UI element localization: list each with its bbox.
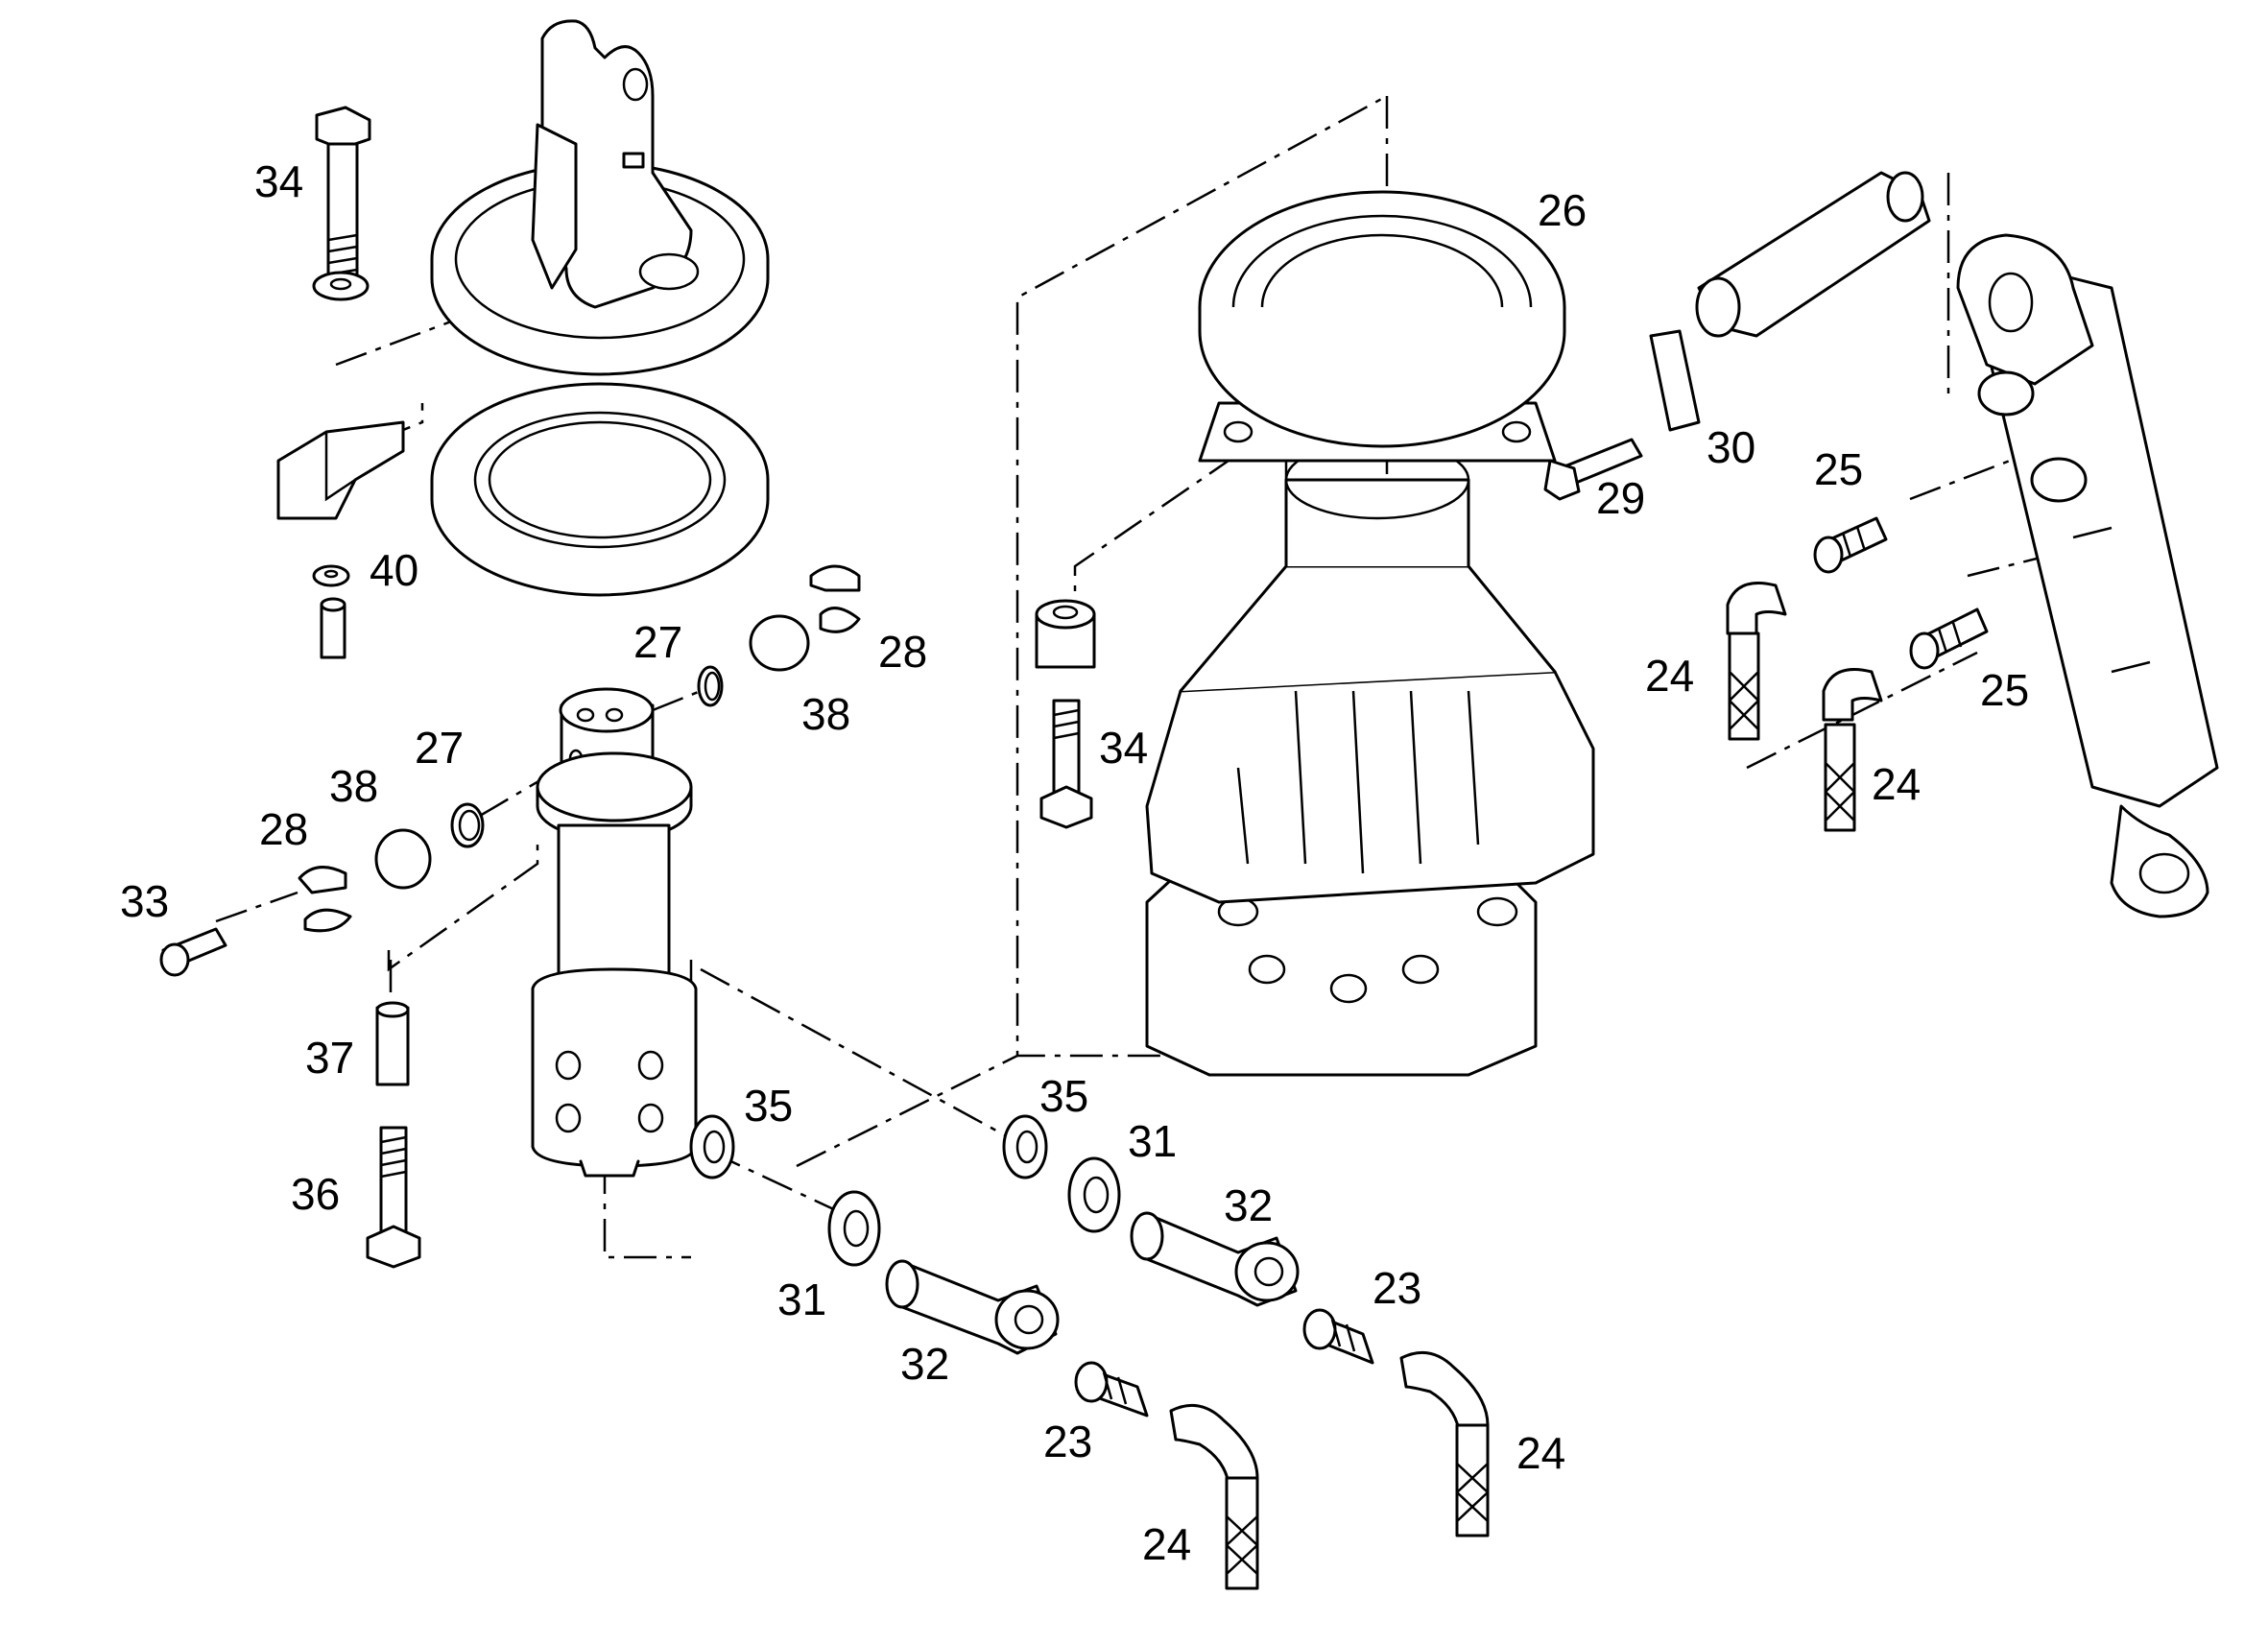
cap-38-lower — [374, 828, 432, 890]
callout-28-upper: 28 — [878, 627, 927, 677]
callout-23-center: 23 — [1373, 1263, 1421, 1313]
callout-29: 29 — [1596, 473, 1645, 523]
plate-30 — [1649, 329, 1701, 432]
o-ring-27-lower — [450, 802, 485, 848]
callout-26: 26 — [1538, 185, 1587, 235]
callout-32-left: 32 — [900, 1339, 949, 1389]
callout-24-bottom-right: 24 — [1516, 1428, 1565, 1478]
washer-31-center — [1067, 1156, 1121, 1233]
sleeve-32-center — [1130, 1211, 1300, 1307]
callout-28-lower: 28 — [259, 804, 308, 854]
callout-24-right-lower: 24 — [1872, 759, 1921, 809]
fitting-25-lower — [1909, 608, 1989, 670]
callout-34-top: 34 — [254, 156, 303, 206]
callout-35-left: 35 — [744, 1081, 793, 1131]
callout-36: 36 — [291, 1169, 340, 1219]
half-clamp-28-upper — [809, 564, 861, 633]
callout-38-lower: 38 — [329, 761, 378, 811]
hose-24-bottom-right — [1399, 1350, 1490, 1537]
callout-labels: 26 30 29 25 25 24 24 24 24 34 34 40 27 2… — [120, 156, 2029, 1569]
half-clamp-28-lower — [298, 866, 352, 933]
rotary-joint-column — [531, 687, 698, 1178]
clamp-bracket — [276, 420, 405, 520]
callout-25-upper: 25 — [1814, 444, 1863, 494]
washer-31-left — [827, 1190, 881, 1267]
callout-33: 33 — [120, 876, 169, 926]
callout-27-upper: 27 — [633, 617, 682, 667]
cap-38-upper — [749, 614, 810, 672]
callout-24-right-upper: 24 — [1645, 651, 1694, 701]
bolt-34-top — [312, 106, 371, 301]
callout-27-lower: 27 — [415, 723, 464, 773]
callout-30: 30 — [1707, 422, 1755, 472]
bolt-36 — [366, 1126, 421, 1269]
callout-31-left: 31 — [777, 1275, 826, 1324]
hose-24-right-lower — [1822, 668, 1883, 832]
fitting-23-center — [1302, 1308, 1374, 1365]
callout-40: 40 — [370, 545, 418, 595]
swivel-bracket-plate — [430, 19, 770, 376]
spacer-37 — [375, 1001, 410, 1086]
fitting-23-left — [1074, 1361, 1149, 1418]
callout-23-left: 23 — [1043, 1417, 1092, 1466]
hose-24-right-upper — [1726, 582, 1787, 741]
bolt-34-center — [1035, 599, 1096, 829]
sleeve-32-left — [885, 1259, 1060, 1355]
callout-25-lower: 25 — [1980, 665, 2029, 715]
slewing-ring-bearing — [430, 382, 770, 597]
callout-37: 37 — [305, 1033, 354, 1083]
callout-35-center: 35 — [1039, 1071, 1088, 1121]
bolt-29 — [1543, 438, 1643, 501]
callout-34-center: 34 — [1099, 723, 1148, 773]
fitting-25-upper — [1813, 516, 1888, 574]
callout-24-bottom-left: 24 — [1142, 1519, 1191, 1569]
washer-35-left — [689, 1114, 735, 1179]
screw-33 — [159, 927, 227, 977]
washer-35-center — [1002, 1114, 1048, 1179]
hose-24-bottom-left — [1169, 1403, 1259, 1590]
washer-40-and-screw — [312, 564, 350, 659]
callout-32-center: 32 — [1224, 1180, 1273, 1230]
callout-38-upper: 38 — [801, 689, 850, 739]
o-ring-27-upper — [697, 665, 724, 707]
callout-31-center: 31 — [1128, 1116, 1177, 1166]
hydraulic-cylinder — [1956, 233, 2219, 918]
pivot-pin — [1695, 171, 1931, 338]
main-mast-column — [1145, 190, 1595, 1077]
